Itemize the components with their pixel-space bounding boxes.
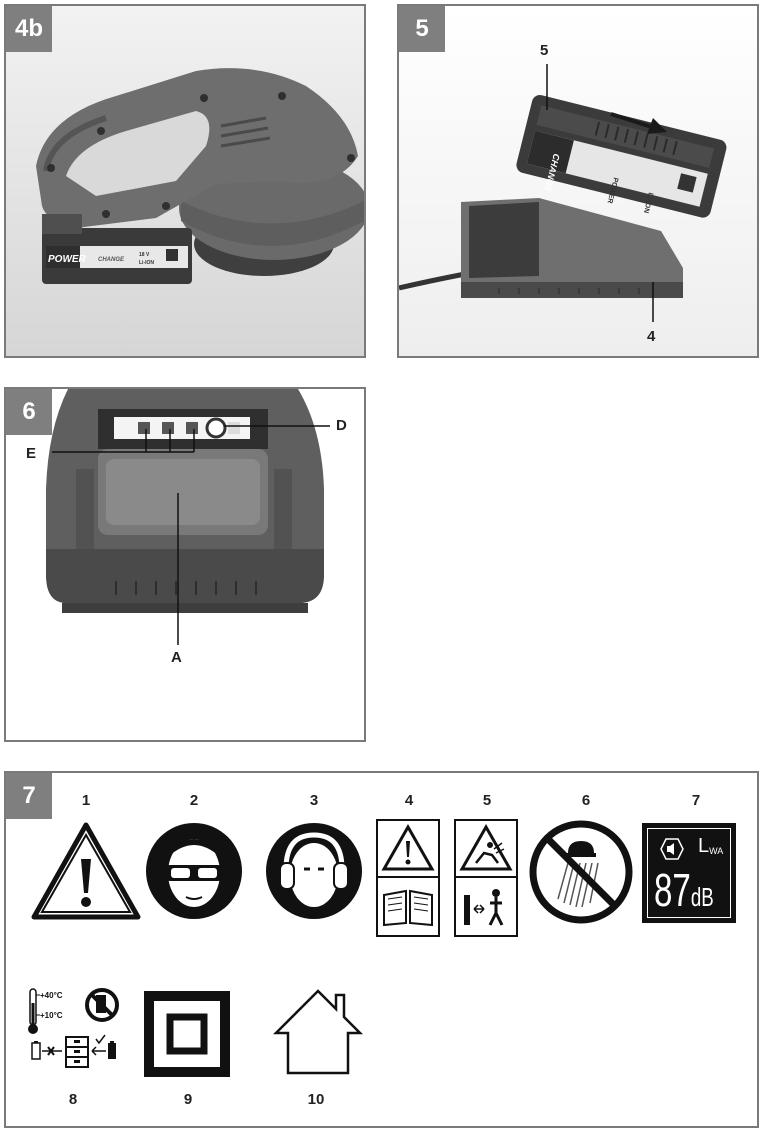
symbol-number-2: 2 [189, 792, 199, 809]
read-manual-icon [376, 819, 440, 937]
insert-direction-arrow [610, 112, 656, 130]
battery-type-text: Li-ION [139, 260, 154, 266]
battery-volt-text: 18 V [139, 252, 150, 258]
sound-label-wa: WA [709, 846, 724, 856]
general-warning-icon [31, 822, 141, 920]
eye-protection-icon [146, 823, 242, 919]
callout-d: D [336, 417, 347, 434]
symbol-number-6: 6 [581, 792, 591, 809]
battery-brand-text: POWER [48, 254, 87, 265]
speaker-icon [660, 838, 684, 860]
symbol-number-4: 4 [404, 792, 414, 809]
figure-tag-4b: 4b [6, 6, 52, 52]
battery-liion-text: Li-ION [642, 192, 654, 214]
symbol-number-8: 8 [68, 1091, 78, 1108]
sound-value: 87dB [654, 864, 714, 916]
bystander-distance-icon [454, 819, 518, 937]
battery-brand2-text: CHANGE [98, 257, 125, 263]
symbol-number-7: 7 [691, 792, 701, 809]
indoor-use-icon [272, 989, 364, 1075]
symbol-number-1: 1 [81, 792, 91, 809]
sound-unit: dB [690, 882, 714, 912]
callout-e: E [26, 445, 37, 462]
charger-indicator-illustration [6, 389, 364, 740]
figure-panel-5: 5 C [397, 4, 759, 358]
figure-panel-6: 6 D E A [4, 387, 366, 742]
charger-insertion-illustration: CHANGE POWER Li-ION [399, 6, 757, 356]
symbol-number-5: 5 [482, 792, 492, 809]
figure-panel-4b: 4b POWER CHANGE 1 [4, 4, 366, 358]
callout-a: A [171, 649, 182, 666]
blower-with-battery-illustration: POWER CHANGE 18 V Li-ION [6, 6, 364, 356]
double-insulation-icon [144, 991, 230, 1077]
figure-tag-6: 6 [6, 389, 52, 435]
figure-panel-7: 7 1 2 3 4 5 6 7 [4, 771, 759, 1128]
figure-tag-5: 5 [399, 6, 445, 52]
symbol-number-10: 10 [307, 1091, 325, 1108]
no-rain-icon [529, 820, 633, 924]
temp-high-text: +40°C [40, 991, 63, 1000]
battery-storage-icon: +40°C +10°C [28, 988, 119, 1068]
ear-protection-icon [266, 823, 362, 919]
symbol-number-9: 9 [183, 1091, 193, 1108]
figure-tag-7: 7 [6, 773, 52, 819]
callout-4: 4 [647, 328, 656, 345]
temp-low-text: +10°C [40, 1011, 63, 1020]
sound-label-l: LWA [698, 835, 724, 857]
callout-5: 5 [540, 42, 549, 59]
symbol-number-3: 3 [309, 792, 319, 809]
sound-power-icon: LWA 87dB [642, 823, 736, 923]
